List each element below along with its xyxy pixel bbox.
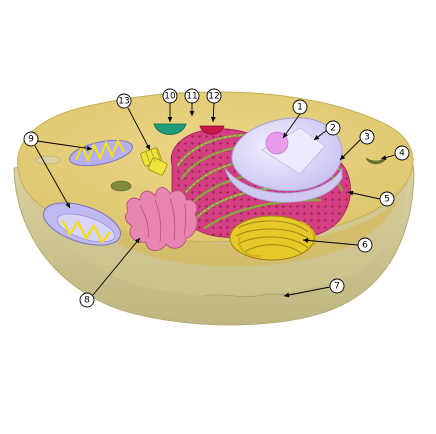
- callout-circle-9: [23, 131, 39, 147]
- callout-7: 7: [329, 278, 345, 294]
- arrowhead-1-1: [283, 132, 288, 138]
- callout-label-11: 11: [186, 92, 197, 102]
- leader-line-7-1: [283, 286, 331, 297]
- arrowhead-13-1: [145, 144, 150, 150]
- leader-line-6-1: [302, 239, 359, 246]
- callout-8: 8: [79, 292, 95, 308]
- golgi-apparatus: [229, 215, 317, 261]
- callout-circle-5: [379, 191, 395, 207]
- smooth-er-folds: [139, 197, 187, 243]
- callout-label-7: 7: [334, 282, 340, 292]
- callout-label-3: 3: [364, 133, 370, 143]
- nucleolus: [265, 131, 289, 155]
- callout-circle-2: [325, 120, 341, 136]
- callout-circle-13: [116, 93, 132, 109]
- arrowhead-4-1: [381, 155, 387, 160]
- vacuole-left-2: [35, 155, 61, 165]
- callout-label-1: 1: [297, 103, 303, 113]
- callout-11: 11: [184, 88, 200, 104]
- callout-1: 1: [292, 99, 308, 115]
- callout-label-6: 6: [362, 241, 368, 251]
- callout-label-12: 12: [208, 92, 219, 102]
- arrowhead-9-2: [65, 202, 70, 208]
- leader-line-9-1: [36, 140, 93, 150]
- callout-4: 4: [394, 145, 410, 161]
- arrowhead-2-1: [314, 135, 320, 140]
- arrowhead-8-1: [134, 238, 140, 244]
- arrowhead-7-1: [284, 292, 290, 298]
- nucleus: [224, 117, 343, 203]
- centrioles: [140, 147, 168, 176]
- callout-3: 3: [359, 129, 375, 145]
- callout-9: 9: [23, 131, 39, 147]
- callout-circle-10: [162, 88, 178, 104]
- arrowhead-5-1: [348, 190, 354, 196]
- leader-line-5-1: [347, 191, 381, 200]
- leader-line-9-2: [34, 145, 71, 209]
- callout-6: 6: [357, 237, 373, 253]
- callout-circle-8: [79, 292, 95, 308]
- callout-circle-7: [329, 278, 345, 294]
- callout-circle-4: [394, 145, 410, 161]
- callout-circle-11: [184, 88, 200, 104]
- callout-label-4: 4: [399, 149, 405, 159]
- mitochondrion-top: [69, 138, 133, 167]
- arrowhead-9-1: [86, 145, 92, 151]
- callout-circle-12: [206, 88, 222, 104]
- vesicle-red: [199, 125, 225, 135]
- callout-10: 10: [162, 88, 178, 104]
- vesicle-green: [153, 123, 187, 135]
- callout-12: 12: [206, 88, 222, 104]
- arrowhead-3-1: [340, 154, 346, 160]
- arrowhead-12-1: [210, 116, 216, 122]
- callout-label-9: 9: [28, 135, 34, 145]
- callout-2: 2: [325, 120, 341, 136]
- callout-label-8: 8: [84, 296, 90, 306]
- callout-5: 5: [379, 191, 395, 207]
- callout-label-2: 2: [330, 124, 336, 134]
- arrowhead-10-1: [167, 117, 173, 122]
- leader-lines: [34, 102, 396, 298]
- leader-line-13-1: [127, 107, 151, 151]
- leader-line-8-1: [92, 237, 141, 296]
- mitochondrion-bottom: [43, 202, 121, 246]
- arrowhead-6-1: [303, 238, 309, 243]
- callout-label-5: 5: [384, 195, 390, 205]
- callout-circle-1: [292, 99, 308, 115]
- callout-circle-6: [357, 237, 373, 253]
- vacuole-left: [110, 180, 132, 192]
- callout-label-10: 10: [164, 92, 176, 102]
- callout-label-13: 13: [118, 97, 129, 107]
- callout-circle-3: [359, 129, 375, 145]
- callout-13: 13: [116, 93, 132, 109]
- arrowhead-11-1: [189, 111, 195, 116]
